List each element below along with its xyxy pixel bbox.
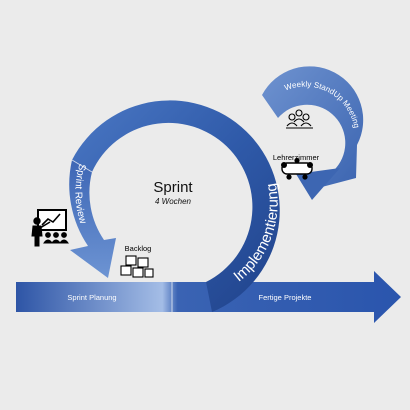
lehrerzimmer-label: Lehrerzimmer (273, 153, 320, 162)
sprint-cycle-ring (72, 100, 280, 313)
sprint-review-arrow (69, 160, 116, 278)
team-meeting-icon (286, 109, 313, 129)
sprint-planung-label: Sprint Planung (67, 293, 116, 302)
standup-cycle-arrow (262, 66, 364, 188)
backlog-label: Backlog (125, 244, 152, 253)
sprint-title: Sprint (153, 179, 193, 196)
sticky-notes-icon (120, 255, 154, 278)
fertige-projekte-label: Fertige Projekte (259, 293, 312, 302)
presenter-board-icon (31, 209, 69, 247)
conference-table-icon (281, 157, 313, 180)
sprint-review-label: Sprint Review (72, 163, 88, 226)
timeline-arrow (16, 271, 401, 323)
sprint-duration: 4 Wochen (155, 197, 192, 206)
